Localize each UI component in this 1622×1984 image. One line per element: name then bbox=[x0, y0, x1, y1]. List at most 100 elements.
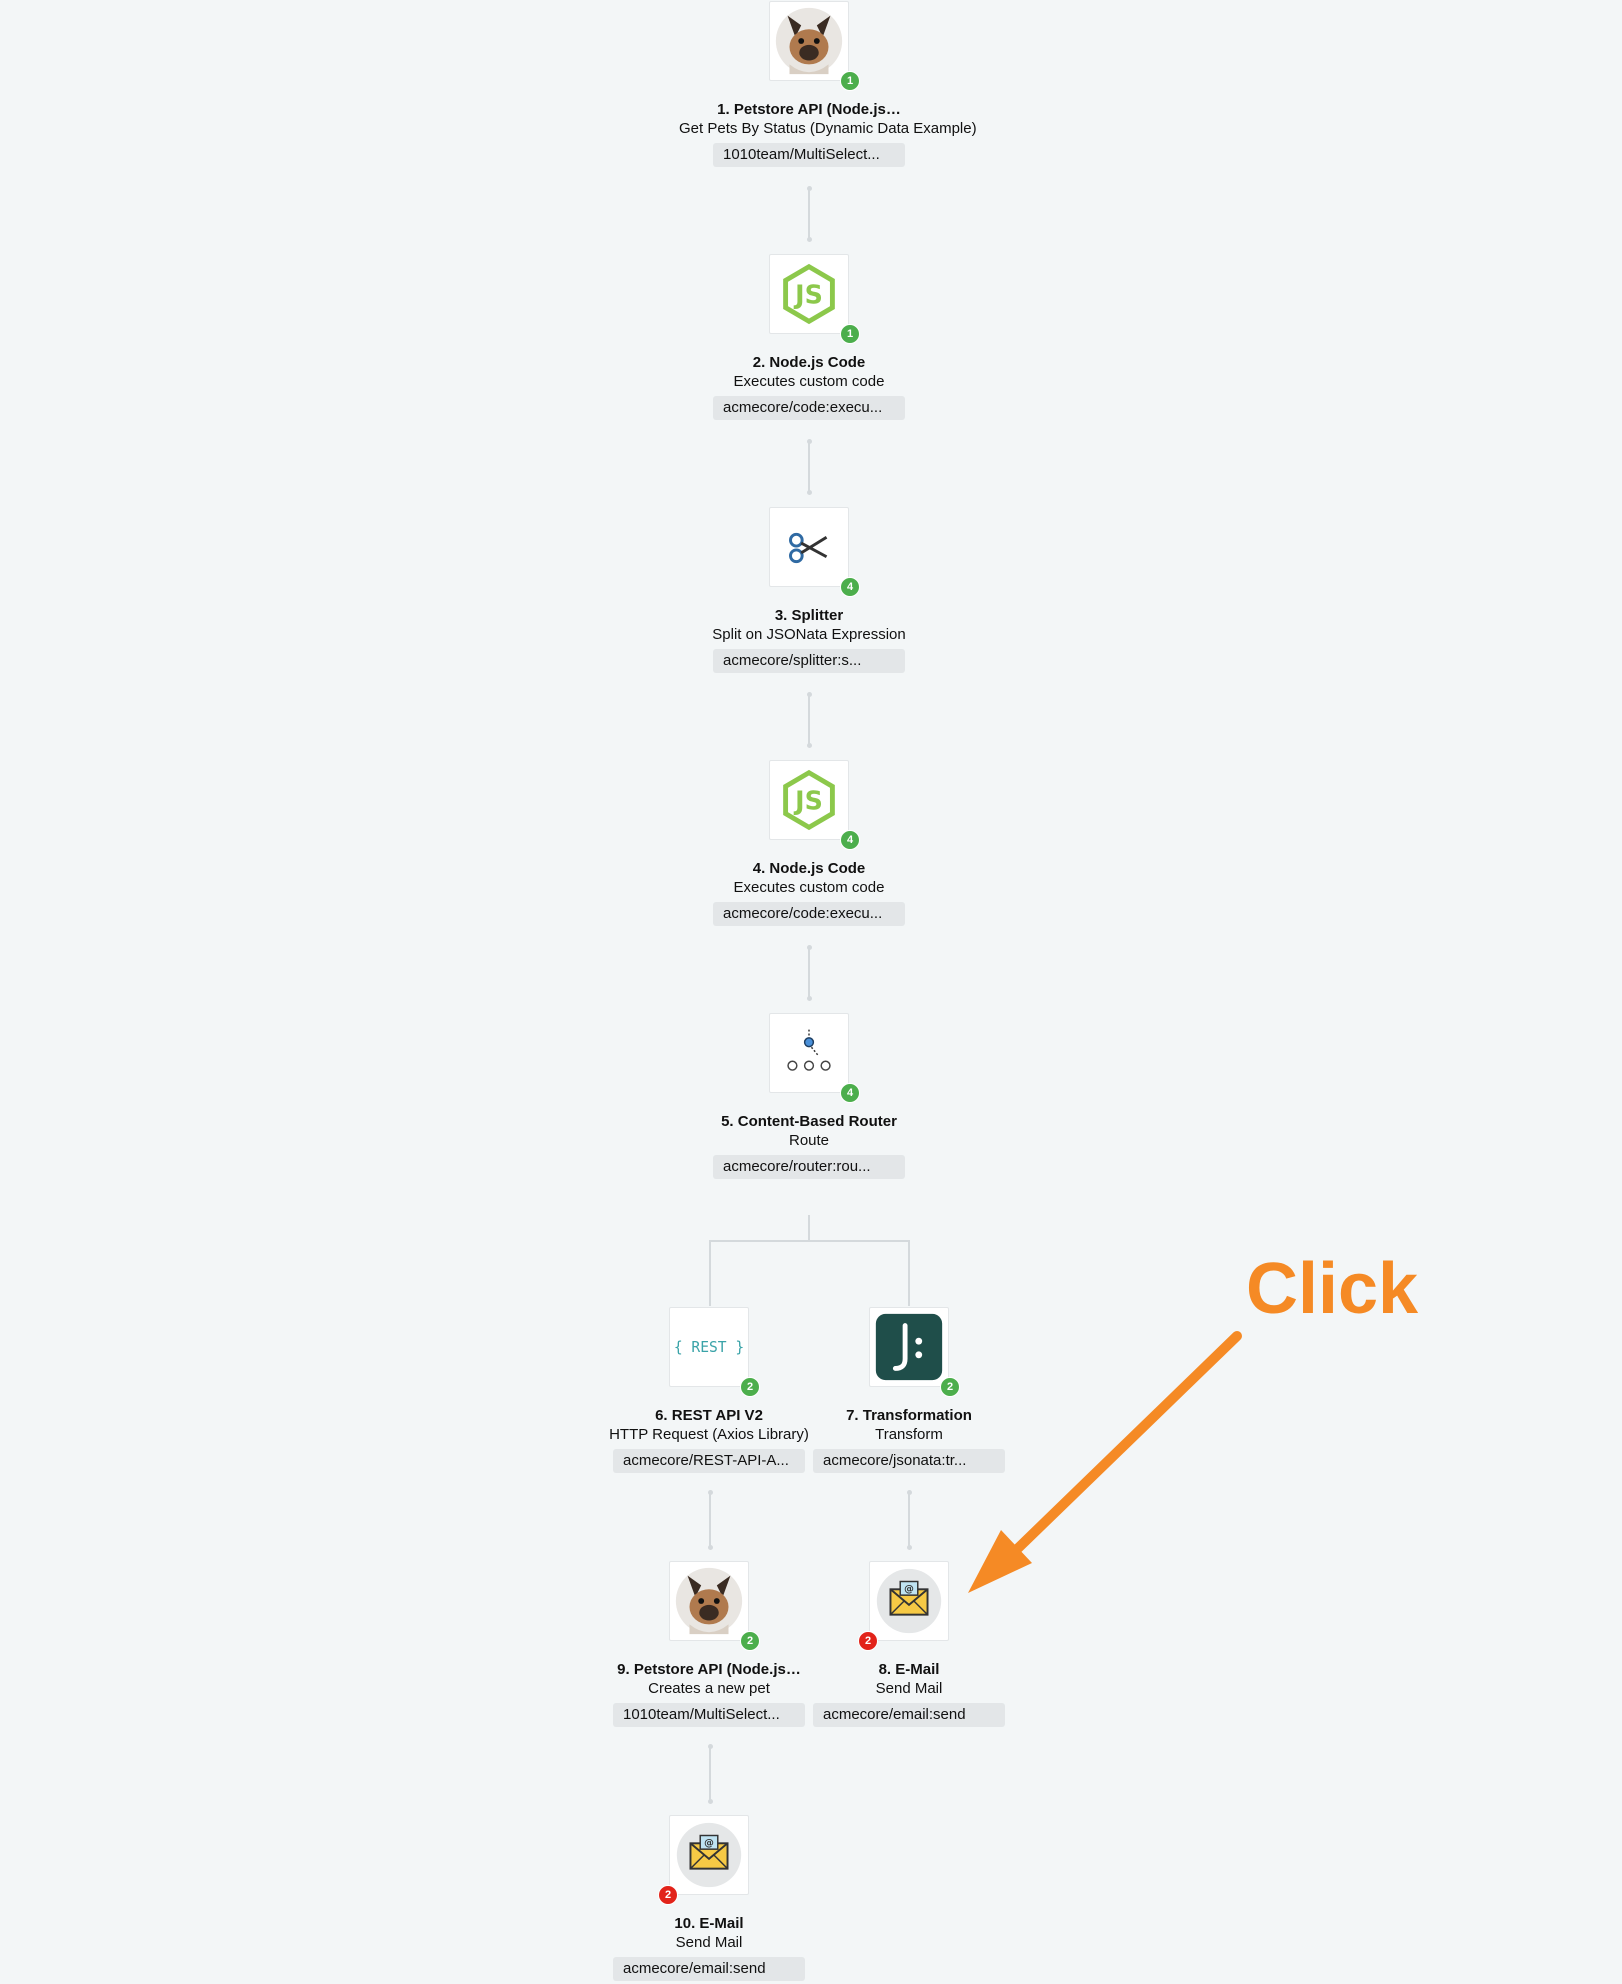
status-badge: 4 bbox=[840, 577, 860, 597]
node-title: 2. Node.js Code bbox=[752, 354, 866, 371]
router-icon bbox=[787, 1029, 831, 1071]
connector-2-3 bbox=[808, 443, 810, 493]
node-title: 7. Transformation bbox=[846, 1407, 972, 1424]
connector-7-8 bbox=[908, 1494, 910, 1548]
connector-dot bbox=[907, 1545, 912, 1550]
connector-dot bbox=[807, 490, 812, 495]
connector-dot bbox=[708, 1490, 713, 1495]
flow-node-5[interactable]: 4 5. Content-Based Router Route acmecore… bbox=[679, 1013, 939, 1184]
click-annotation-label: Click bbox=[1246, 1249, 1419, 1329]
nodejs-icon: JS bbox=[783, 769, 835, 831]
nodejs-icon: JS bbox=[783, 263, 835, 325]
status-badge: 1 bbox=[840, 71, 860, 91]
flow-node-10[interactable]: @ 2 10. E-Mail Send Mail acmecore/email:… bbox=[579, 1815, 839, 1984]
svg-text:@: @ bbox=[704, 1838, 714, 1849]
scissors-icon bbox=[789, 532, 828, 564]
node-component-chip[interactable]: acmecore/email:send bbox=[813, 1703, 1005, 1727]
connector-5-branch bbox=[808, 1215, 810, 1241]
email-icon: @ bbox=[676, 1822, 742, 1888]
connector-branch-right bbox=[908, 1240, 910, 1306]
node-subtitle: Transform bbox=[875, 1426, 943, 1443]
svg-text:{ REST }: { REST } bbox=[674, 1339, 744, 1356]
node-subtitle: Send Mail bbox=[675, 1934, 743, 1951]
flow-node-7[interactable]: 2 7. Transformation Transform acmecore/j… bbox=[779, 1307, 1039, 1478]
node-component-chip[interactable]: acmecore/email:send bbox=[613, 1957, 805, 1981]
node-icon-box[interactable]: 2 bbox=[669, 1561, 760, 1651]
node-subtitle: HTTP Request (Axios Library) bbox=[609, 1426, 809, 1443]
node-subtitle: Executes custom code bbox=[733, 879, 885, 896]
node-subtitle: Executes custom code bbox=[733, 373, 885, 390]
node-icon-box[interactable]: JS 4 bbox=[769, 760, 860, 850]
node-component-chip[interactable]: acmecore/code:execu... bbox=[713, 902, 905, 926]
node-icon-box[interactable]: @ 2 bbox=[858, 1561, 949, 1651]
status-badge: 2 bbox=[740, 1631, 760, 1651]
connector-dot bbox=[807, 996, 812, 1001]
node-icon-box[interactable]: 4 bbox=[769, 507, 860, 597]
connector-dot bbox=[807, 945, 812, 950]
jsonata-icon bbox=[875, 1313, 943, 1381]
connector-dot bbox=[807, 186, 812, 191]
flow-node-6[interactable]: { REST } 2 6. REST API V2 HTTP Request (… bbox=[579, 1307, 839, 1478]
flow-node-8[interactable]: @ 2 8. E-Mail Send Mail acmecore/email:s… bbox=[779, 1561, 1039, 1732]
node-title: 8. E-Mail bbox=[878, 1661, 940, 1678]
flow-node-2[interactable]: JS 1 2. Node.js Code Executes custom cod… bbox=[679, 254, 939, 425]
svg-text:@: @ bbox=[904, 1584, 914, 1595]
node-component-chip[interactable]: 1010team/MultiSelect... bbox=[613, 1703, 805, 1727]
node-subtitle: Creates a new pet bbox=[648, 1680, 770, 1697]
node-component-chip[interactable]: 1010team/MultiSelect... bbox=[713, 143, 905, 167]
connector-6-9 bbox=[709, 1494, 711, 1548]
node-icon-box[interactable]: JS 1 bbox=[769, 254, 860, 344]
status-badge: 2 bbox=[740, 1377, 760, 1397]
node-subtitle: Send Mail bbox=[875, 1680, 943, 1697]
node-title: 9. Petstore API (Node.js… bbox=[617, 1661, 801, 1678]
connector-9-10 bbox=[709, 1748, 711, 1802]
connector-dot bbox=[708, 1799, 713, 1804]
node-title: 4. Node.js Code bbox=[752, 860, 866, 877]
status-badge: 4 bbox=[840, 830, 860, 850]
connector-branch-left bbox=[709, 1240, 711, 1306]
node-title: 10. E-Mail bbox=[674, 1915, 744, 1932]
status-badge: 2 bbox=[940, 1377, 960, 1397]
node-subtitle: Route bbox=[788, 1132, 830, 1149]
node-subtitle: Get Pets By Status (Dynamic Data Example… bbox=[679, 120, 977, 137]
connector-3-4 bbox=[808, 696, 810, 746]
connector-1-2 bbox=[808, 190, 810, 240]
dog-icon bbox=[775, 7, 843, 75]
node-component-chip[interactable]: acmecore/jsonata:tr... bbox=[813, 1449, 1005, 1473]
connector-4-5 bbox=[808, 949, 810, 999]
connector-branch-horizontal bbox=[709, 1240, 910, 1242]
flow-node-3[interactable]: 4 3. Splitter Split on JSONata Expressio… bbox=[679, 507, 939, 678]
node-title: 1. Petstore API (Node.js… bbox=[717, 101, 901, 118]
node-title: 6. REST API V2 bbox=[655, 1407, 763, 1424]
node-component-chip[interactable]: acmecore/splitter:s... bbox=[713, 649, 905, 673]
status-badge: 1 bbox=[840, 324, 860, 344]
node-icon-box[interactable]: 2 bbox=[869, 1307, 960, 1397]
node-icon-box[interactable]: @ 2 bbox=[658, 1815, 749, 1905]
node-component-chip[interactable]: acmecore/REST-API-A... bbox=[613, 1449, 805, 1473]
connector-dot bbox=[708, 1744, 713, 1749]
flow-node-4[interactable]: JS 4 4. Node.js Code Executes custom cod… bbox=[679, 760, 939, 931]
connector-dot bbox=[807, 692, 812, 697]
error-badge: 2 bbox=[858, 1631, 878, 1651]
node-title: 5. Content-Based Router bbox=[721, 1113, 897, 1130]
connector-dot bbox=[807, 237, 812, 242]
node-title: 3. Splitter bbox=[774, 607, 844, 624]
node-component-chip[interactable]: acmecore/router:rou... bbox=[713, 1155, 905, 1179]
rest-icon: { REST } bbox=[674, 1339, 744, 1356]
connector-dot bbox=[907, 1490, 912, 1495]
flow-node-9[interactable]: 2 9. Petstore API (Node.js… Creates a ne… bbox=[579, 1561, 839, 1732]
node-component-chip[interactable]: acmecore/code:execu... bbox=[713, 396, 905, 420]
node-icon-box[interactable]: 1 bbox=[769, 1, 860, 91]
connector-dot bbox=[807, 743, 812, 748]
status-badge: 4 bbox=[840, 1083, 860, 1103]
email-icon: @ bbox=[876, 1568, 942, 1634]
node-subtitle: Split on JSONata Expression bbox=[712, 626, 906, 643]
svg-text:JS: JS bbox=[793, 280, 823, 310]
dog-icon bbox=[675, 1567, 743, 1635]
flow-node-1[interactable]: 1 1. Petstore API (Node.js… Get Pets By … bbox=[679, 1, 977, 172]
connector-dot bbox=[807, 439, 812, 444]
node-icon-box[interactable]: { REST } 2 bbox=[669, 1307, 760, 1397]
node-icon-box[interactable]: 4 bbox=[769, 1013, 860, 1103]
error-badge: 2 bbox=[658, 1885, 678, 1905]
